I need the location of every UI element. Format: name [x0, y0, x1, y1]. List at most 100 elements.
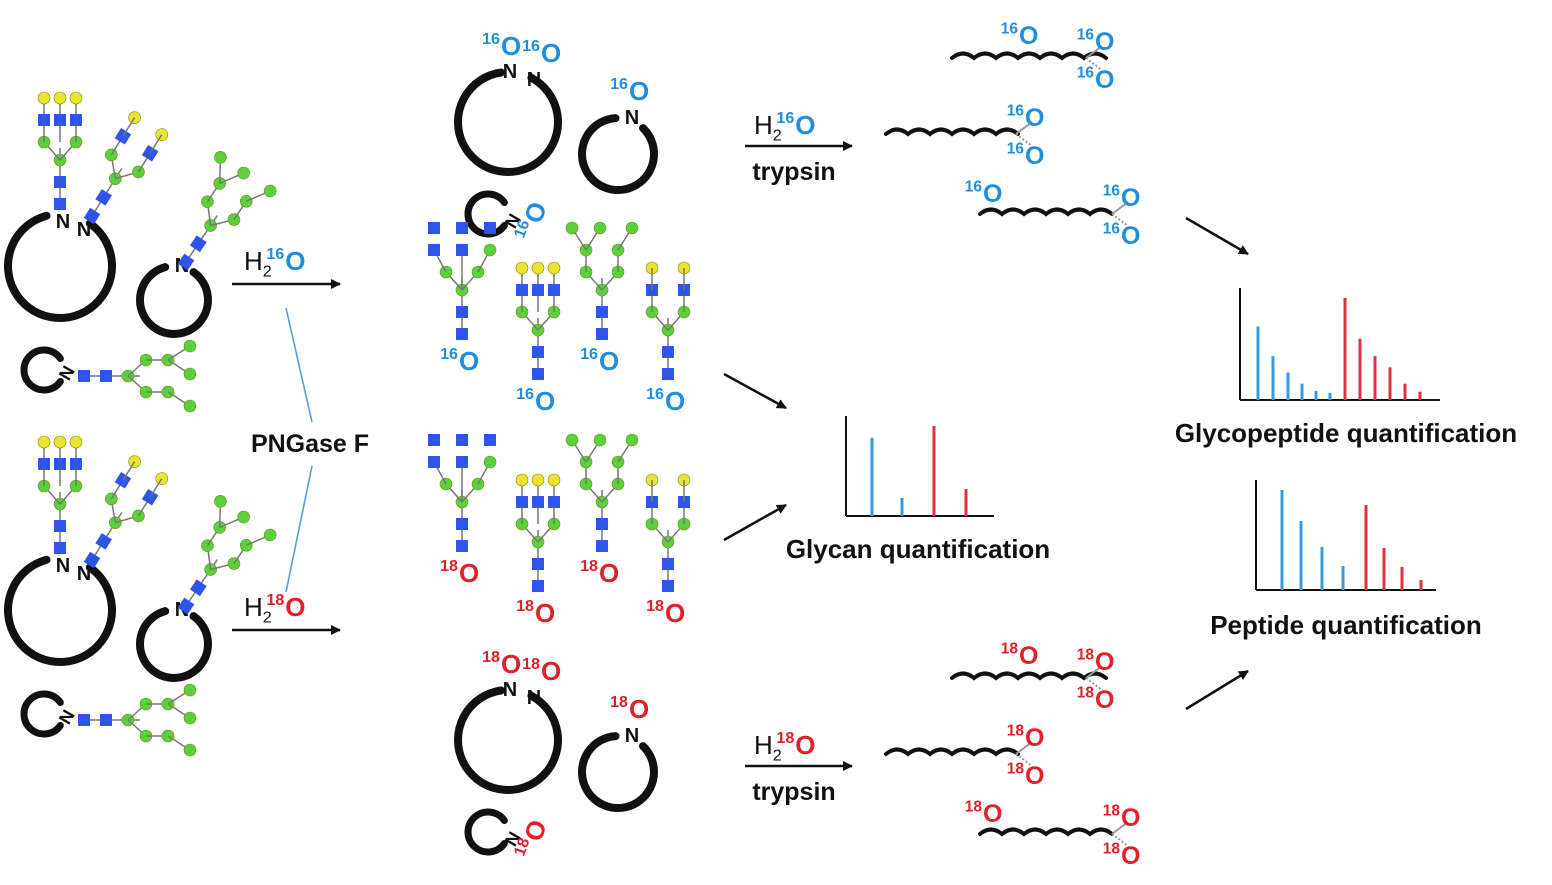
- oxygen-atom-label: O: [983, 180, 1002, 208]
- protein-ring: [454, 68, 562, 176]
- oxygen-atom-label: O: [795, 730, 815, 760]
- isotope-label-o18: 18O: [510, 816, 552, 859]
- protein-ring: [136, 607, 212, 682]
- glcnac-square: [100, 714, 112, 726]
- oxygen-atom-label: O: [501, 649, 521, 679]
- glcnac-square: [596, 540, 608, 552]
- galactose-circle: [69, 91, 83, 105]
- glcnac-square: [456, 518, 468, 530]
- protein-ring: [578, 732, 658, 812]
- glcnac-square: [428, 456, 440, 468]
- isotope-mass-number: 18: [266, 591, 284, 609]
- galactose-circle: [53, 91, 67, 105]
- glcnac-square: [177, 597, 195, 615]
- oxygen-atom-label: O: [1025, 762, 1044, 790]
- isotope-mass-number: 16: [776, 109, 794, 127]
- glcnac-square: [596, 306, 608, 318]
- to-glycan-chart-arrow-top: [723, 372, 787, 410]
- glycan-structure: [645, 261, 691, 380]
- reaction-arrows: [232, 141, 1249, 771]
- isotope-mass-number: 16: [516, 385, 534, 403]
- trypsin-label: trypsin: [752, 158, 835, 186]
- isotope-mass-number: 16: [440, 345, 458, 363]
- oxygen-atom-label: O: [1121, 842, 1140, 870]
- protein-ring: [454, 686, 562, 794]
- glcnac-square: [38, 458, 50, 470]
- glcnac-square: [516, 496, 528, 508]
- enzyme-connector: [285, 307, 313, 593]
- glycan-quantification-chart: [845, 416, 994, 517]
- glycan-structure: [515, 473, 561, 592]
- oxygen-atom-label: O: [501, 31, 521, 61]
- glcnac-square: [141, 144, 159, 162]
- peptide-quantification-label: Peptide quantification: [1210, 610, 1482, 640]
- glycan-structure: [645, 473, 691, 592]
- nitrogen-atom-label: N: [503, 679, 517, 701]
- glcnac-square: [54, 520, 66, 532]
- galactose-circle: [531, 473, 545, 487]
- isotope-mass-number: 16: [965, 179, 983, 196]
- isotope-mass-number: 16: [266, 245, 284, 263]
- glycan-structure: [515, 261, 561, 380]
- glcnac-square: [532, 558, 544, 570]
- glcnac-square: [662, 368, 674, 380]
- glcnac-square: [100, 370, 112, 382]
- carboxyl-bond: [1085, 665, 1103, 679]
- galactose-circle: [515, 261, 529, 275]
- isotope-mass-number: 18: [1103, 803, 1121, 820]
- galactose-circle: [37, 435, 51, 449]
- oxygen-atom-label: O: [535, 598, 555, 628]
- oxygen-atom-label: O: [1025, 724, 1044, 752]
- glcnac-square: [662, 558, 674, 570]
- nitrogen-atom-label: N: [503, 61, 517, 83]
- mannose-circle: [565, 433, 579, 447]
- glycopeptide-quantification-label: Glycopeptide quantification: [1175, 418, 1517, 448]
- carboxyl-bond: [1111, 201, 1129, 215]
- oxygen-atom-label: O: [599, 558, 619, 588]
- oxygen-atom-label: O: [1019, 22, 1038, 50]
- peptide-quantification-chart: [1255, 480, 1436, 591]
- glcnac-square: [484, 222, 496, 234]
- glycan-quantification-label: Glycan quantification: [786, 534, 1050, 564]
- glcnac-square: [78, 714, 90, 726]
- glcnac-square: [456, 244, 468, 256]
- galactose-circle: [547, 473, 561, 487]
- glycan-structure: [177, 151, 277, 271]
- oxygen-atom-label: O: [541, 38, 561, 68]
- nitrogen-atom-label: N: [77, 563, 91, 585]
- mannose-circle: [625, 221, 639, 235]
- water-subscript: 2: [773, 747, 782, 765]
- isotope-mass-number: 18: [516, 597, 534, 615]
- peptide-chain: [884, 747, 1020, 757]
- oxygen-atom-label: O: [665, 598, 685, 628]
- glcnac-square: [54, 542, 66, 554]
- carboxyl-bond: [1015, 741, 1033, 755]
- isotope-mass-number: 18: [965, 799, 983, 816]
- mannose-circle: [109, 516, 122, 529]
- glcnac-square: [532, 284, 544, 296]
- glcnac-square: [189, 235, 207, 253]
- peptide-chain: [978, 207, 1114, 217]
- mannose-circle: [565, 221, 579, 235]
- glcnac-square: [141, 488, 159, 506]
- oxygen-atom-label: O: [285, 246, 305, 276]
- isotope-mass-number: 16: [510, 217, 533, 240]
- water-h-symbol: H: [754, 110, 773, 140]
- mannose-circle: [239, 539, 253, 552]
- galactose-circle: [547, 261, 561, 275]
